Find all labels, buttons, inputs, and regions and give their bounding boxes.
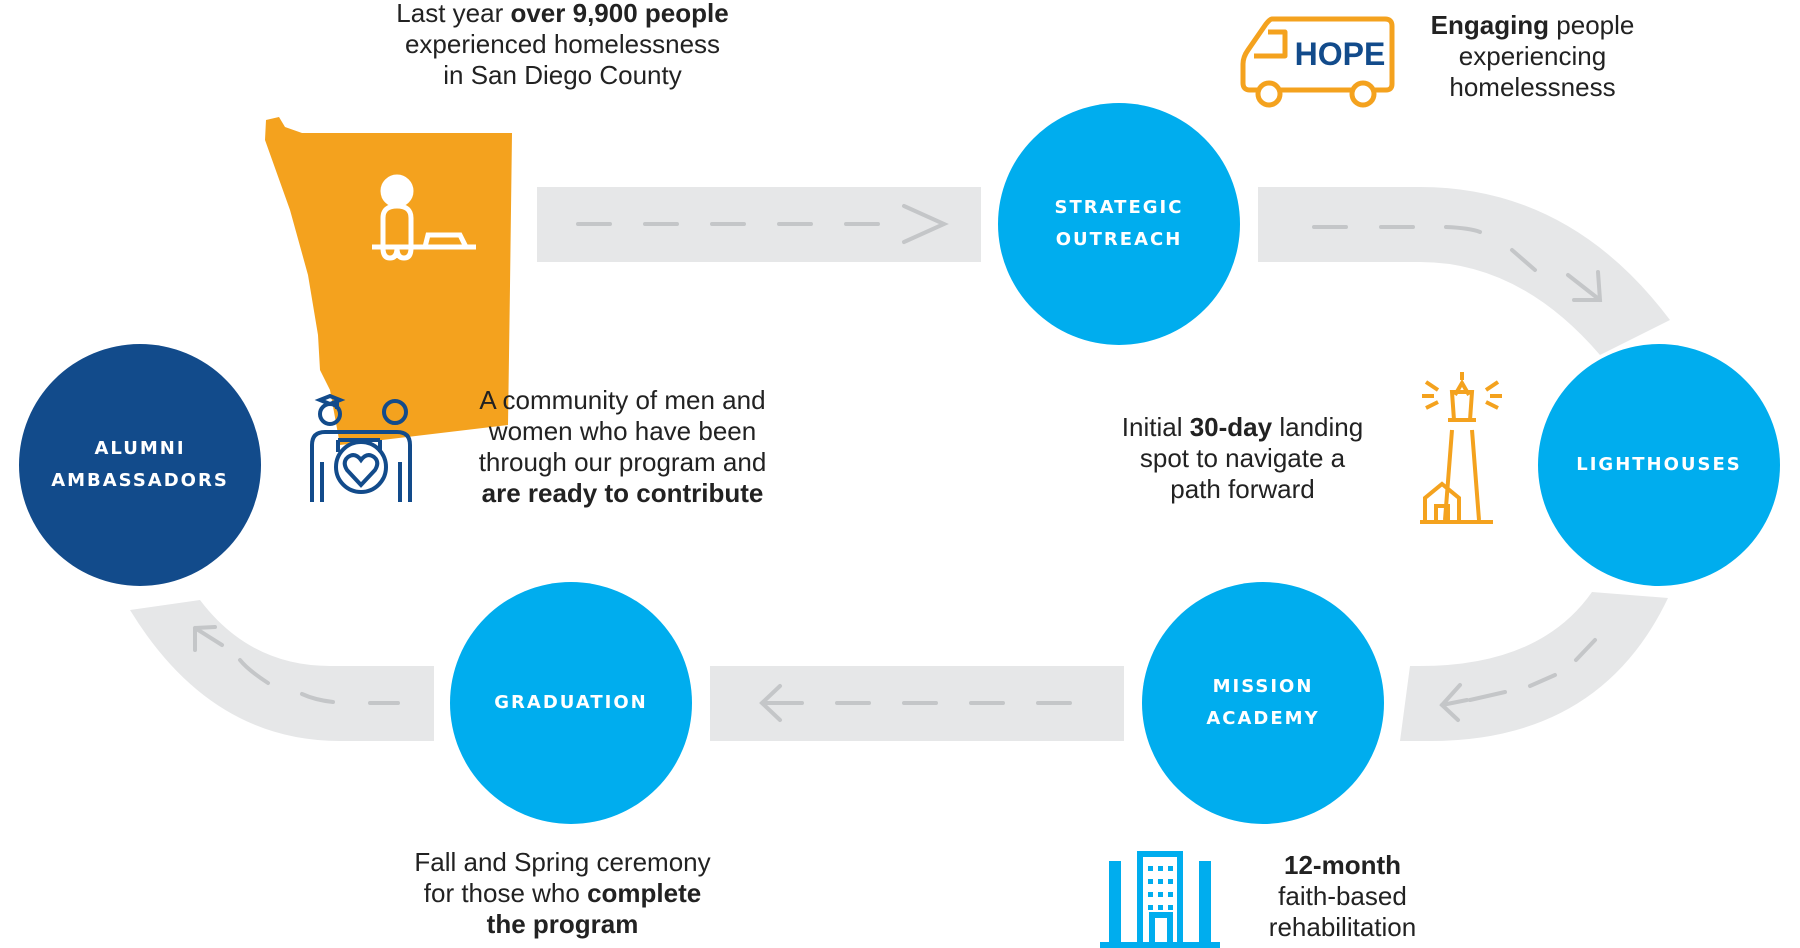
arrow-left-icon [759, 684, 782, 722]
arrow-down-right-icon [1566, 270, 1603, 302]
caption-lighthouses: Initial 30-day landing spot to navigate … [1095, 412, 1390, 505]
caption-alumni: A community of men and women who have be… [455, 385, 790, 509]
caption-bold: complete [587, 878, 702, 908]
stage-label-line2: AMBASSADORS [51, 470, 229, 491]
san-diego-county-map-icon [265, 117, 512, 445]
road-segment-bottom-right [1400, 592, 1668, 741]
caption-text: through our program and [478, 447, 767, 477]
stage-label-line1: STRATEGIC [1054, 197, 1184, 218]
caption-text: women who have been [488, 416, 757, 446]
arrow-right-icon [902, 204, 949, 244]
stage-label-line1: GRADUATION [494, 692, 648, 713]
caption-bold: 30-day [1189, 412, 1273, 442]
caption-text: faith-based [1278, 881, 1407, 911]
caption-text: rehabilitation [1268, 912, 1417, 942]
caption-text: path forward [1170, 474, 1315, 504]
caption-outreach: Engaging people experiencing homelessnes… [1410, 10, 1655, 103]
van-label: HOPE [1295, 36, 1386, 72]
hope-van-icon [1240, 16, 1395, 108]
lighthouse-icon [1420, 372, 1502, 524]
building-windows [1148, 866, 1173, 910]
caption-text: Last year [396, 0, 511, 28]
stage-label-line1: LIGHTHOUSES [1576, 454, 1742, 475]
stage-graduation: GRADUATION [450, 582, 692, 824]
stage-label-line2: ACADEMY [1206, 708, 1320, 729]
building-icon [1100, 851, 1220, 948]
road-segment-bottom-left [130, 600, 434, 741]
caption-bold: over 9,900 people [510, 0, 729, 28]
homeless-person-icon [372, 174, 476, 261]
stage-mission-academy: MISSION ACADEMY [1142, 582, 1384, 824]
caption-text: for those who [423, 878, 588, 908]
road-dashes-bottom-left [238, 658, 400, 705]
caption-text: experiencing [1458, 41, 1607, 71]
stage-label-line2: OUTREACH [1055, 229, 1183, 250]
caption-bold: Engaging [1430, 10, 1550, 40]
caption-text: in San Diego County [443, 60, 682, 90]
road-dashes-top-right [1312, 225, 1537, 272]
caption-text: experienced homelessness [404, 29, 721, 59]
caption-graduation: Fall and Spring ceremony for those who c… [395, 847, 730, 940]
caption-text: people [1549, 10, 1635, 40]
arrow-up-left-icon [193, 625, 224, 652]
stage-strategic-outreach: STRATEGIC OUTREACH [998, 103, 1240, 345]
caption-text: A community of men and [479, 385, 766, 415]
arrow-left-icon [1439, 683, 1469, 722]
caption-bold: the program [486, 909, 639, 939]
caption-text: spot to navigate a [1139, 443, 1346, 473]
caption-text: homelessness [1449, 72, 1616, 102]
caption-mission: 12-month faith-based rehabilitation [1230, 850, 1455, 943]
stage-lighthouses: LIGHTHOUSES [1538, 344, 1780, 586]
caption-text: Initial [1121, 412, 1190, 442]
stage-alumni-ambassadors: ALUMNI AMBASSADORS [19, 344, 261, 586]
alumni-people-heart-icon [310, 393, 412, 502]
road-segment-top-right [1258, 187, 1670, 355]
stage-label-line1: MISSION [1212, 676, 1314, 697]
caption-bold: are ready to contribute [481, 478, 764, 508]
caption-text: landing [1272, 412, 1364, 442]
caption-text: Fall and Spring ceremony [414, 847, 711, 877]
road-dashes-bottom-right [1468, 638, 1597, 702]
caption-homelessness: Last year over 9,900 people experienced … [370, 0, 755, 91]
stage-label-line1: ALUMNI [94, 438, 186, 459]
caption-bold: 12-month [1284, 850, 1401, 880]
